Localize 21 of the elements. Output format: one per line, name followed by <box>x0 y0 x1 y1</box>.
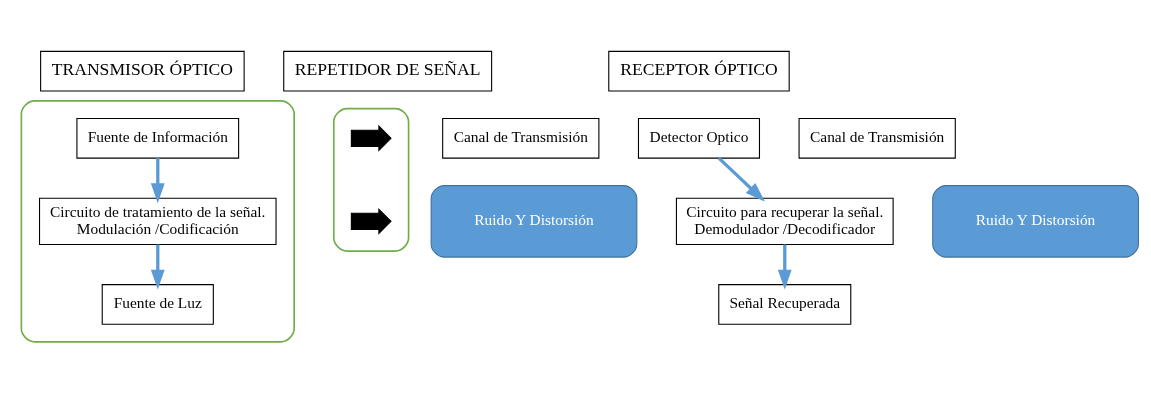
arrow <box>717 156 765 202</box>
node-box: Ruido Y Distorsión <box>932 185 1139 258</box>
cluster <box>332 107 410 252</box>
node-box: Ruido Y Distorsión <box>430 185 638 258</box>
arrow <box>150 244 165 290</box>
node-box: Fuente de Luz <box>101 284 214 325</box>
cluster <box>20 100 295 343</box>
node-box: Canal de Transmisión <box>442 117 600 159</box>
node-box: Canal de Transmisión <box>798 117 956 159</box>
node-box: Circuito de tratamiento de la señal. Modulación /Codificación <box>38 197 277 245</box>
node-box: Circuito para recuperar la señal. Demodulador /Decodificador <box>675 197 894 245</box>
node-picture <box>350 207 392 235</box>
arrow <box>777 244 792 290</box>
node-box: Fuente de Información <box>76 117 240 159</box>
node-box: Señal Recuperada <box>718 284 852 325</box>
node-box: REPETIDOR DE SEÑAL <box>283 50 493 92</box>
node-picture <box>350 124 392 152</box>
node-box: TRANSMISOR ÓPTICO <box>40 50 245 92</box>
node-box: Detector Optico <box>637 117 761 159</box>
arrow <box>150 158 165 204</box>
node-box: RECEPTOR ÓPTICO <box>608 50 790 92</box>
